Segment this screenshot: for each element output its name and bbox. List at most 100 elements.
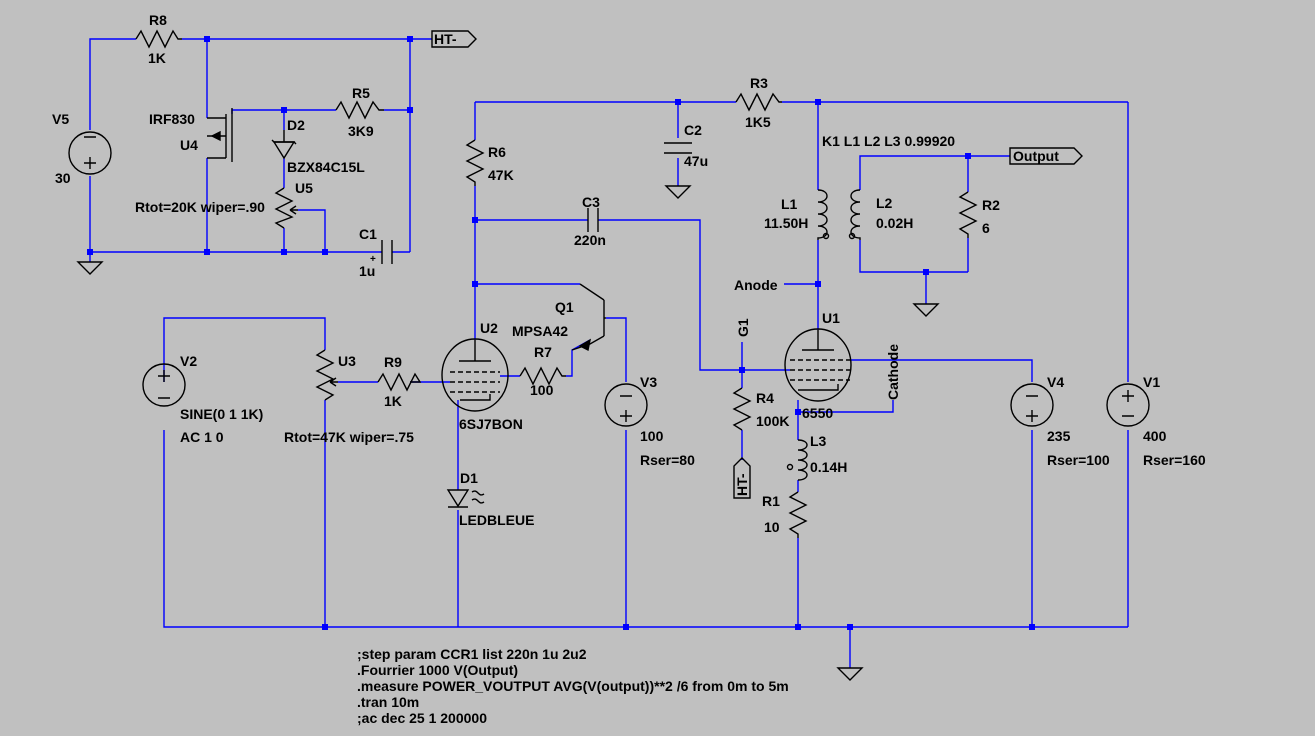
value-c2: 47u [684, 153, 708, 169]
component-labels: R8 1K HT- V5 30 IRF830 U4 D2 BZX84C15L R… [52, 12, 1206, 535]
value-r7: 100 [530, 382, 554, 398]
voltage-source-v1[interactable] [1106, 383, 1150, 427]
label-l1: L1 [781, 196, 798, 212]
label-v4: V4 [1047, 374, 1064, 390]
label-v1: V1 [1143, 374, 1160, 390]
capacitor-c3[interactable] [587, 208, 599, 232]
label-u5: U5 [295, 180, 313, 196]
label-k1: K1 L1 L2 L3 0.99920 [822, 133, 955, 149]
value-r5: 3K9 [348, 123, 374, 139]
net-flag-ht-r4[interactable] [733, 457, 751, 499]
value-r2: 6 [982, 220, 990, 236]
label-r3: R3 [750, 75, 768, 91]
label-r1: R1 [762, 493, 780, 509]
spice-directives[interactable]: ;step param CCR1 list 220n 1u 2u2 .Fourr… [357, 646, 789, 726]
value-r3: 1K5 [745, 114, 771, 130]
label-c3: C3 [582, 194, 600, 210]
resistor-r5[interactable] [335, 100, 384, 120]
transistor-q1[interactable] [571, 283, 606, 352]
inductor-l3[interactable] [786, 439, 808, 481]
resistor-r3[interactable] [735, 92, 782, 112]
capacitor-c2[interactable] [664, 142, 692, 154]
value-c1: 1u [359, 263, 375, 279]
label-r6: R6 [488, 144, 506, 160]
directive-tran: .tran 10m [357, 694, 419, 710]
label-l3: L3 [810, 433, 827, 449]
tube-u2[interactable] [441, 338, 509, 412]
label-u1: U1 [822, 310, 840, 326]
directive-measure: .measure POWER_VOUTPUT AVG(V(output))**2… [357, 678, 789, 694]
value-d1: LEDBLEUE [459, 512, 534, 528]
potentiometer-u3[interactable] [315, 349, 338, 401]
junctions [87, 36, 1035, 630]
value-l2: 0.02H [876, 215, 913, 231]
rser-v1: Rser=160 [1143, 452, 1206, 468]
label-r5: R5 [352, 85, 370, 101]
flag-text-ht-top: HT- [434, 31, 457, 47]
label-g1: G1 [735, 318, 751, 337]
label-c2: C2 [684, 122, 702, 138]
inductor-l2[interactable] [848, 189, 861, 240]
resistor-r1[interactable] [788, 491, 808, 538]
resistor-r7[interactable] [519, 366, 566, 386]
label-r7: R7 [534, 344, 552, 360]
voltage-source-v2[interactable] [142, 363, 186, 407]
label-v2: V2 [180, 353, 197, 369]
resistor-r9[interactable] [377, 372, 422, 392]
value-l1: 11.50H [764, 215, 808, 231]
label-v3: V3 [640, 374, 657, 390]
tube-u1[interactable] [784, 328, 852, 402]
voltage-source-v4[interactable] [1010, 383, 1054, 427]
value-u2: 6SJ7BON [459, 416, 523, 432]
label-u2: U2 [480, 320, 498, 336]
value-c3: 220n [574, 232, 606, 248]
value-v5: 30 [55, 170, 71, 186]
flag-text-output: Output [1013, 148, 1059, 164]
label-irf830: IRF830 [149, 111, 195, 127]
resistor-r6[interactable] [465, 139, 485, 186]
label-r4: R4 [756, 390, 774, 406]
mosfet-u4[interactable] [207, 108, 233, 162]
label-r9: R9 [384, 354, 402, 370]
rser-v4: Rser=100 [1047, 452, 1110, 468]
label-r2: R2 [982, 197, 1000, 213]
voltage-source-v5[interactable] [68, 131, 112, 175]
value-u1: 6550 [802, 405, 833, 421]
directive-step: ;step param CCR1 list 220n 1u 2u2 [357, 646, 587, 662]
value-v4: 235 [1047, 428, 1071, 444]
potentiometer-u5[interactable] [274, 187, 298, 229]
resistor-r4[interactable] [732, 387, 752, 431]
label-l2: L2 [876, 195, 893, 211]
label-u4: U4 [180, 137, 198, 153]
directive-fourier: .Fourrier 1000 V(Output) [357, 662, 518, 678]
value-r1: 10 [764, 519, 780, 535]
label-u3: U3 [338, 353, 356, 369]
label-d2: D2 [287, 117, 305, 133]
value-r8: 1K [148, 50, 166, 66]
plus-c1: + [370, 254, 376, 265]
label-c1: C1 [359, 226, 377, 242]
zener-d2[interactable] [271, 130, 297, 160]
label-anode: Anode [734, 277, 778, 293]
value-r4: 100K [756, 413, 789, 429]
led-d1[interactable] [446, 489, 485, 508]
value-r9: 1K [384, 393, 402, 409]
value-l3: 0.14H [810, 459, 847, 475]
net-flag-ht-top[interactable] [431, 30, 477, 48]
label-v5: V5 [52, 111, 69, 127]
value-v2-line2: AC 1 0 [180, 429, 224, 445]
inductor-l1[interactable] [817, 189, 830, 240]
resistor-r2[interactable] [958, 191, 978, 238]
voltage-source-v3[interactable] [604, 383, 648, 427]
value-q1: MPSA42 [512, 323, 568, 339]
value-v1: 400 [1143, 428, 1167, 444]
rser-v3: Rser=80 [640, 452, 695, 468]
label-q1: Q1 [555, 299, 574, 315]
flag-text-ht-r4: HT- [734, 473, 750, 496]
param-u3: Rtot=47K wiper=.75 [284, 429, 414, 445]
directive-ac: ;ac dec 25 1 200000 [357, 710, 487, 726]
capacitor-c1[interactable] [381, 240, 393, 264]
resistor-r8[interactable] [135, 29, 182, 49]
net-flag-output[interactable] [1009, 147, 1083, 165]
